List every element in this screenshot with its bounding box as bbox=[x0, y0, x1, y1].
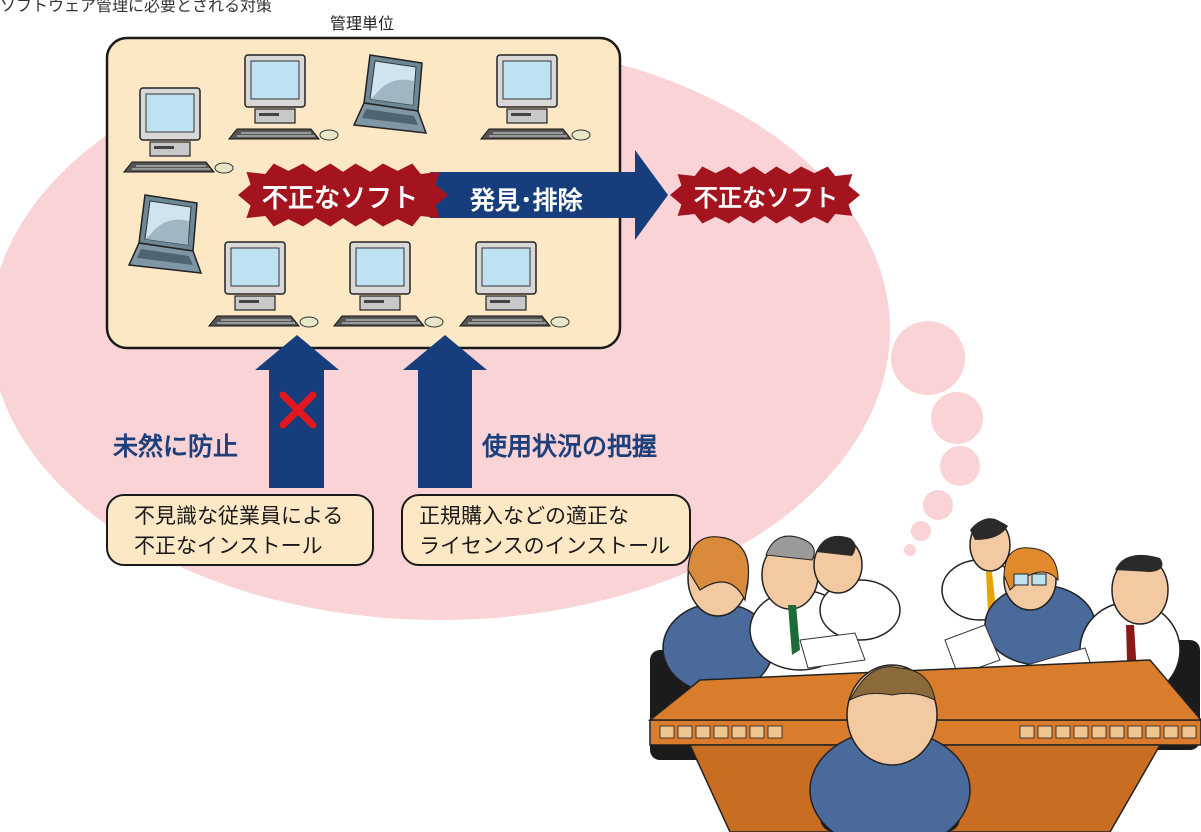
meeting-people-illustration bbox=[647, 518, 1201, 832]
licensed-install-line1: 正規購入などの適正な bbox=[419, 504, 629, 528]
illegal-software-label-right: 不正なソフト bbox=[694, 184, 838, 212]
unauthorized-install-box: 不見識な従業員による 不正なインストール bbox=[106, 494, 374, 566]
usage-label: 使用状況の把握 bbox=[482, 432, 658, 461]
thought-dot bbox=[904, 544, 916, 556]
thought-dot bbox=[931, 392, 983, 444]
illegal-software-label-left: 不正なソフト bbox=[262, 184, 419, 214]
licensed-install-line2: ライセンスのインストール bbox=[419, 534, 671, 558]
diagram-caption: ソフトウェア管理に必要とされる対策 bbox=[0, 0, 273, 15]
prevent-label: 未然に防止 bbox=[113, 432, 239, 461]
thought-dot bbox=[923, 490, 953, 520]
thought-dot bbox=[911, 521, 931, 541]
discover-arrow bbox=[430, 150, 668, 240]
thought-dot bbox=[940, 446, 980, 486]
unauthorized-install-line2: 不正なインストール bbox=[134, 534, 323, 558]
discover-exclude-label: 発見･排除 bbox=[470, 186, 583, 215]
management-unit-label: 管理単位 bbox=[330, 14, 395, 33]
usage-arrow bbox=[403, 335, 487, 488]
thought-dot bbox=[891, 321, 965, 395]
licensed-install-box: 正規購入などの適正な ライセンスのインストール bbox=[401, 494, 691, 566]
unauthorized-install-line1: 不見識な従業員による bbox=[134, 504, 344, 528]
blocked-x-icon bbox=[279, 391, 317, 429]
